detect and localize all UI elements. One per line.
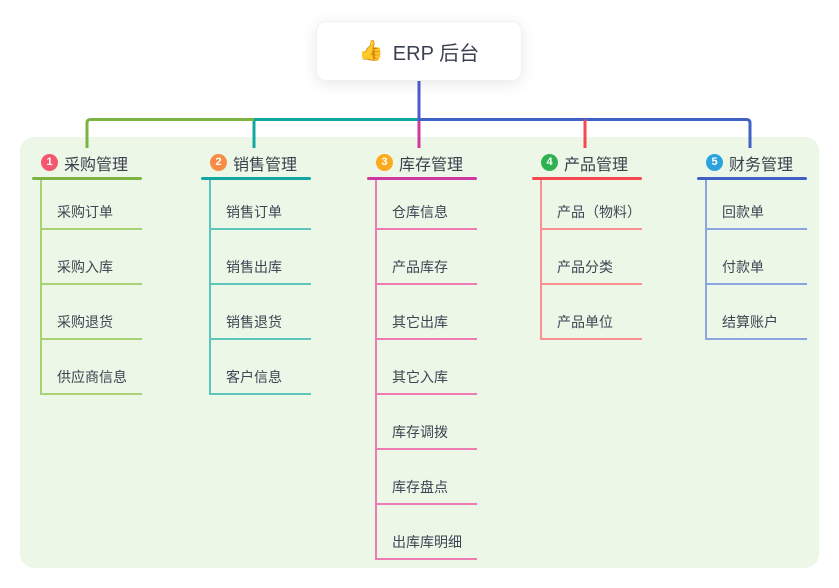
badge-3-icon: 3: [376, 154, 393, 171]
branch-purchase-children: 采购订单 采购入库 采购退货 供应商信息: [40, 180, 142, 395]
node-receipt-bill[interactable]: 回款单: [705, 180, 807, 230]
branch-finance-title[interactable]: 5 财务管理: [697, 148, 807, 177]
node-sales-return[interactable]: 销售退货: [209, 285, 311, 340]
node-product-material[interactable]: 产品（物料）: [540, 180, 642, 230]
node-sales-order[interactable]: 销售订单: [209, 180, 311, 230]
node-label: 采购订单: [57, 204, 113, 220]
badge-2-icon: 2: [210, 154, 227, 171]
node-settlement-account[interactable]: 结算账户: [705, 285, 807, 340]
node-payment-bill[interactable]: 付款单: [705, 230, 807, 285]
node-purchase-return[interactable]: 采购退货: [40, 285, 142, 340]
root-node-label: ERP 后台: [392, 42, 480, 65]
branch-sales: 2 销售管理 销售订单 销售出库 销售退货 客户信息: [201, 148, 311, 395]
node-other-inbound[interactable]: 其它入库: [375, 340, 477, 395]
branch-inventory-label: 库存管理: [399, 156, 464, 174]
node-other-outbound[interactable]: 其它出库: [375, 285, 477, 340]
node-label: 库存调拨: [392, 424, 448, 440]
branch-finance: 5 财务管理 回款单 付款单 结算账户: [697, 148, 807, 340]
node-label: 其它出库: [392, 314, 448, 330]
node-label: 产品（物料）: [557, 204, 641, 220]
node-product-category[interactable]: 产品分类: [540, 230, 642, 285]
branch-product: 4 产品管理 产品（物料） 产品分类 产品单位: [532, 148, 642, 340]
branch-inventory: 3 库存管理 仓库信息 产品库存 其它出库 其它入库 库存调拨 库存盘点: [367, 148, 477, 560]
node-label: 库存盘点: [392, 479, 448, 495]
branch-finance-label: 财务管理: [729, 156, 794, 174]
node-supplier-info[interactable]: 供应商信息: [40, 340, 142, 395]
node-warehouse-info[interactable]: 仓库信息: [375, 180, 477, 230]
node-sales-outbound[interactable]: 销售出库: [209, 230, 311, 285]
node-customer-info[interactable]: 客户信息: [209, 340, 311, 395]
node-product-unit[interactable]: 产品单位: [540, 285, 642, 340]
node-label: 产品库存: [392, 259, 448, 275]
branch-purchase-underline: [32, 177, 142, 180]
node-label: 付款单: [722, 259, 764, 275]
node-label: 结算账户: [722, 314, 778, 330]
node-stock-transfer[interactable]: 库存调拨: [375, 395, 477, 450]
branch-product-title[interactable]: 4 产品管理: [532, 148, 642, 177]
node-label: 其它入库: [392, 369, 448, 385]
node-stock-count[interactable]: 库存盘点: [375, 450, 477, 505]
node-label: 销售退货: [226, 314, 282, 330]
node-label: 销售出库: [226, 259, 282, 275]
branch-sales-children: 销售订单 销售出库 销售退货 客户信息: [209, 180, 311, 395]
branch-inventory-children: 仓库信息 产品库存 其它出库 其它入库 库存调拨 库存盘点 出库库明细: [375, 180, 477, 560]
branch-finance-underline: [697, 177, 807, 180]
branch-sales-underline: [201, 177, 311, 180]
node-label: 仓库信息: [392, 204, 448, 220]
badge-4-icon: 4: [541, 154, 558, 171]
root-node[interactable]: 👍 ERP 后台: [316, 21, 522, 81]
node-label: 销售订单: [226, 204, 282, 220]
branch-product-label: 产品管理: [564, 156, 629, 174]
branch-inventory-title[interactable]: 3 库存管理: [367, 148, 477, 177]
branch-finance-children: 回款单 付款单 结算账户: [705, 180, 807, 340]
thumbs-up-icon: 👍: [358, 40, 384, 62]
badge-5-icon: 5: [706, 154, 723, 171]
node-label: 出库库明细: [392, 534, 462, 550]
node-label: 产品单位: [557, 314, 613, 330]
branch-purchase-label: 采购管理: [64, 156, 129, 174]
node-purchase-inbound[interactable]: 采购入库: [40, 230, 142, 285]
branch-inventory-underline: [367, 177, 477, 180]
node-product-stock[interactable]: 产品库存: [375, 230, 477, 285]
badge-1-icon: 1: [41, 154, 58, 171]
branch-product-children: 产品（物料） 产品分类 产品单位: [540, 180, 642, 340]
node-label: 回款单: [722, 204, 764, 220]
node-label: 采购退货: [57, 314, 113, 330]
node-purchase-order[interactable]: 采购订单: [40, 180, 142, 230]
branch-purchase-title[interactable]: 1 采购管理: [32, 148, 142, 177]
branches-panel: [20, 137, 819, 568]
node-outbound-detail[interactable]: 出库库明细: [375, 505, 477, 560]
node-label: 产品分类: [557, 259, 613, 275]
node-label: 供应商信息: [57, 369, 127, 385]
node-label: 客户信息: [226, 369, 282, 385]
node-label: 采购入库: [57, 259, 113, 275]
branch-sales-label: 销售管理: [233, 156, 298, 174]
branch-purchase: 1 采购管理 采购订单 采购入库 采购退货 供应商信息: [32, 148, 142, 395]
branch-sales-title[interactable]: 2 销售管理: [201, 148, 311, 177]
branch-product-underline: [532, 177, 642, 180]
